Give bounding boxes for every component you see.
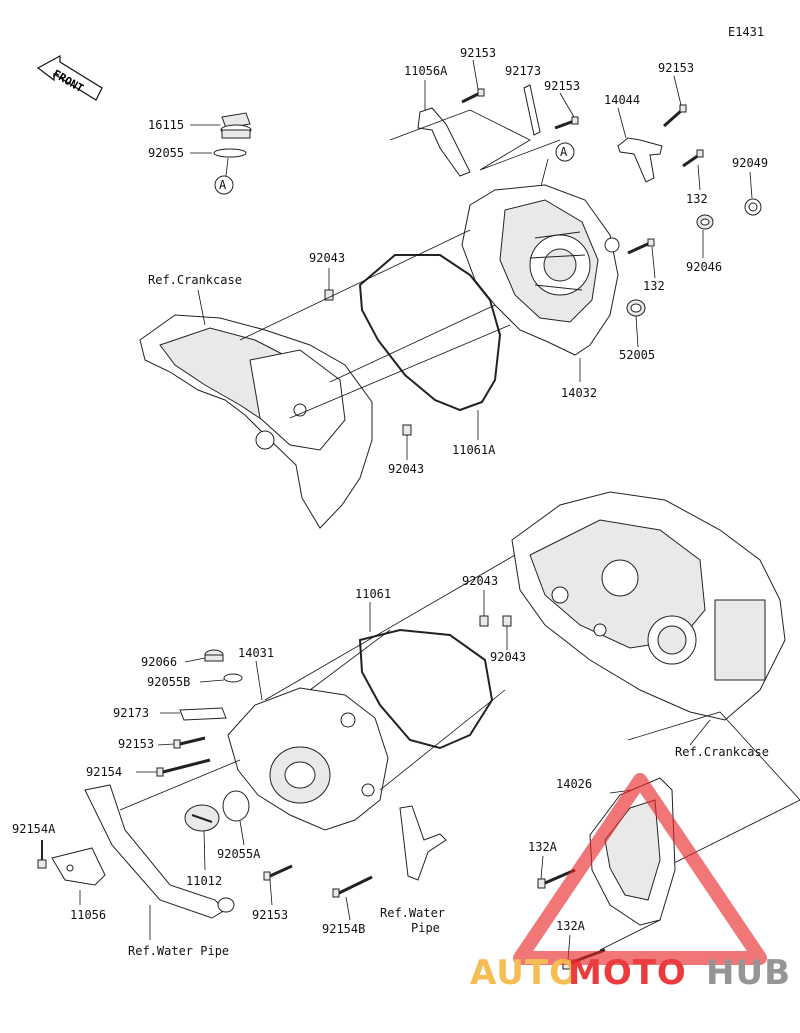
- bolt-92154: [156, 758, 211, 777]
- label-92043-a: 92043: [309, 251, 345, 265]
- bolt-132-b: [627, 238, 655, 255]
- label-132-b: 132: [643, 279, 665, 293]
- label-132A-a: 132A: [528, 840, 558, 854]
- label-14032: 14032: [561, 386, 597, 400]
- label-92173-a: 92173: [505, 64, 541, 78]
- label-ref-crankcase-bottom: Ref.Crankcase: [675, 745, 769, 759]
- bolt-92153-e: [263, 864, 293, 881]
- label-11056A: 11056A: [404, 64, 448, 78]
- plug-92066: [204, 649, 224, 662]
- label-92173-b: 92173: [113, 706, 149, 720]
- label-92153-b: 92153: [544, 79, 580, 93]
- ref-marker-a-left: [214, 175, 234, 195]
- label-11056: 11056: [70, 908, 106, 922]
- bolt-92153-c: [663, 104, 687, 128]
- clutch-cover-14032: [461, 184, 620, 356]
- bolt-92154A: [37, 840, 47, 869]
- label-16115: 16115: [148, 118, 184, 132]
- label-92043-b: 92043: [388, 462, 424, 476]
- dowel-92043-b: [402, 424, 412, 436]
- label-92055A: 92055A: [217, 847, 261, 861]
- label-14026: 14026: [556, 777, 592, 791]
- label-92055: 92055: [148, 146, 184, 160]
- label-ref-water-pipe-right-1: Ref.Water: [380, 906, 445, 920]
- seal-52005: [626, 299, 646, 317]
- watermark-hub: HUB: [706, 953, 791, 993]
- label-92043-d: 92043: [490, 650, 526, 664]
- bracket-14044: [617, 137, 663, 183]
- label-52005: 52005: [619, 348, 655, 362]
- bolt-92153-d: [173, 736, 206, 749]
- bolt-132-a: [682, 149, 704, 168]
- crankcase-bottom: [511, 491, 786, 721]
- bushing-92046: [696, 214, 714, 230]
- water-pipe-left: [84, 784, 235, 919]
- label-11012: 11012: [186, 874, 222, 888]
- oil-filler-cap-16115: [220, 112, 252, 139]
- marker-a-left: A: [219, 178, 227, 192]
- label-92154B: 92154B: [322, 922, 365, 936]
- label-14044: 14044: [604, 93, 640, 107]
- label-92043-c: 92043: [462, 574, 498, 588]
- label-92153-e: 92153: [252, 908, 288, 922]
- label-ref-crankcase-top: Ref.Crankcase: [148, 273, 242, 287]
- watermark-moto: MOTO: [568, 953, 687, 993]
- watermark-auto: AUTO: [470, 953, 579, 993]
- watermark-logo: AUTO MOTO HUB: [470, 773, 791, 993]
- label-92153-c: 92153: [658, 61, 694, 75]
- oring-92055: [213, 148, 247, 158]
- label-92055B: 92055B: [147, 675, 190, 689]
- bolt-92153-a: [461, 88, 485, 104]
- label-92154A: 92154A: [12, 822, 56, 836]
- dowel-92043-c: [479, 615, 489, 627]
- gasket-11061A: [358, 254, 502, 412]
- pin-92173-b: [179, 707, 227, 721]
- label-92046: 92046: [686, 260, 722, 274]
- gasket-11061: [358, 628, 494, 750]
- label-92153-d: 92153: [118, 737, 154, 751]
- water-pipe-right-ref: [399, 805, 447, 881]
- label-132-a: 132: [686, 192, 708, 206]
- oring-92055A: [222, 790, 250, 822]
- bolt-92153-b: [554, 116, 579, 130]
- oring-92055B: [223, 673, 243, 683]
- label-92066: 92066: [141, 655, 177, 669]
- label-ref-water-pipe-left: Ref.Water Pipe: [128, 944, 229, 958]
- pin-92173-a: [523, 84, 541, 136]
- label-132A-b: 132A: [556, 919, 586, 933]
- label-92153-a: 92153: [460, 46, 496, 60]
- bracket-11056: [51, 847, 106, 886]
- label-92154: 92154: [86, 765, 122, 779]
- bolt-92154B: [332, 875, 373, 898]
- label-11061: 11061: [355, 587, 391, 601]
- front-arrow-icon: FRONT: [36, 54, 103, 101]
- label-92049: 92049: [732, 156, 768, 170]
- generator-cover-14031: [227, 687, 389, 831]
- dowel-92043-d: [502, 615, 512, 627]
- label-11061A: 11061A: [452, 443, 496, 457]
- ref-marker-a-right: [555, 142, 575, 162]
- marker-a-right: A: [560, 145, 568, 159]
- label-14031: 14031: [238, 646, 274, 660]
- label-ref-water-pipe-right-2: Pipe: [411, 921, 440, 935]
- diagram-code: E1431: [728, 25, 764, 39]
- plug-11012: [184, 804, 220, 832]
- bracket-11056A: [417, 107, 471, 177]
- crankcase-top: [139, 314, 373, 529]
